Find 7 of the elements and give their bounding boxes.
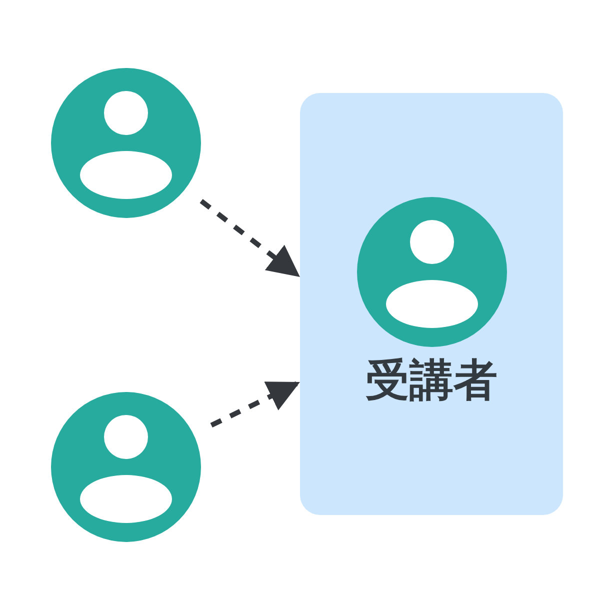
person-icon (51, 392, 201, 542)
arrow (210, 380, 302, 428)
role-label: 受講者 (364, 354, 498, 408)
panel (300, 93, 563, 515)
person-icon (51, 68, 201, 218)
person-icon (357, 197, 507, 347)
arrow (200, 198, 302, 279)
